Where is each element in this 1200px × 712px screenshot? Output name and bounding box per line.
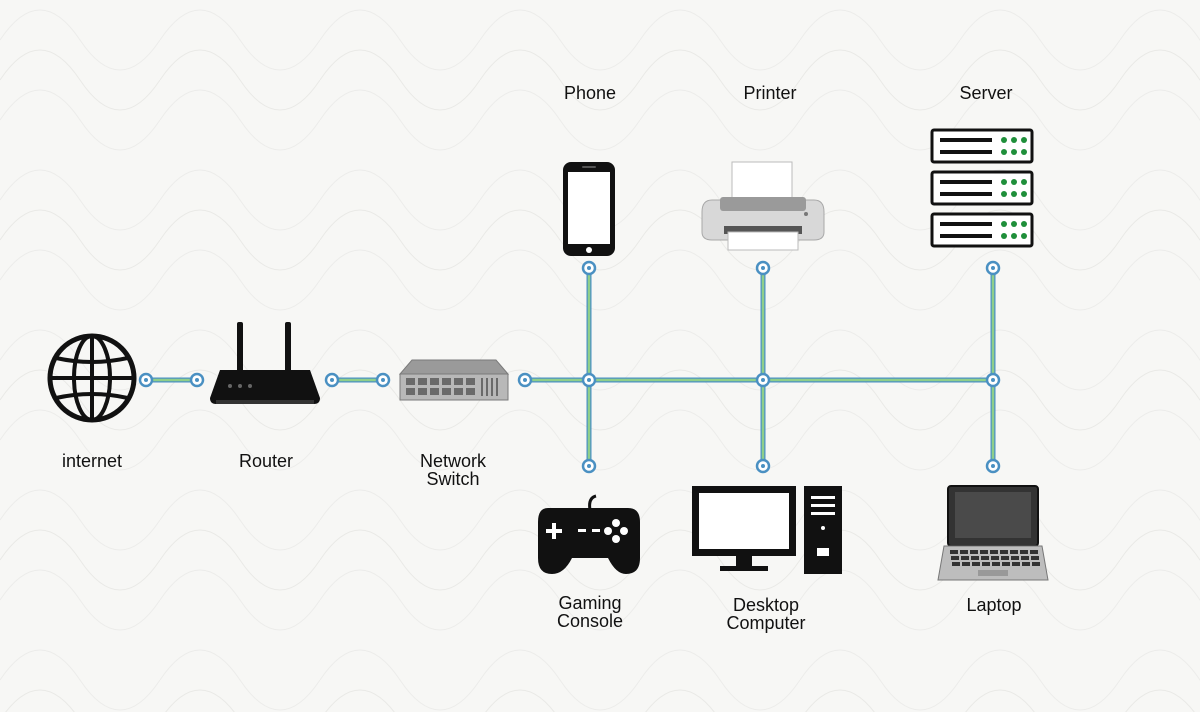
laptop-key (1010, 550, 1018, 554)
laptop-key (1012, 562, 1020, 566)
laptop-key (952, 562, 960, 566)
label-router: Router (238, 451, 294, 471)
node-switch-in (375, 372, 391, 388)
server-unit (930, 170, 1034, 206)
node-router-in (189, 372, 205, 388)
laptop-icon (937, 485, 1049, 581)
laptop-key (961, 556, 969, 560)
desktop-computer-icon (692, 486, 842, 574)
label-printer: Printer (743, 83, 797, 103)
network-switch-icon (398, 359, 510, 401)
laptop-key (1022, 562, 1030, 566)
laptop-key (1000, 550, 1008, 554)
globe-icon (47, 333, 137, 423)
router-icon (210, 322, 320, 404)
node-junction-3 (985, 372, 1001, 388)
laptop-key (1021, 556, 1029, 560)
node-laptop (985, 458, 1001, 474)
node-internet (138, 372, 154, 388)
laptop-key (1031, 556, 1039, 560)
server-unit (930, 128, 1034, 164)
laptop-key (1001, 556, 1009, 560)
laptop-key (950, 550, 958, 554)
laptop-key (1030, 550, 1038, 554)
laptop-key (980, 550, 988, 554)
phone-icon (563, 162, 615, 256)
label-desktop-computer: Desktop Computer (726, 595, 806, 633)
laptop-key (962, 562, 970, 566)
laptop-key (991, 556, 999, 560)
connection-nodes (138, 260, 1001, 474)
label-laptop: Laptop (966, 595, 1022, 615)
laptop-key (951, 556, 959, 560)
node-phone (581, 260, 597, 276)
node-junction-1 (581, 372, 597, 388)
laptop-key (960, 550, 968, 554)
label-phone: Phone (563, 83, 617, 103)
node-desktop (755, 458, 771, 474)
gamepad-icon (538, 494, 640, 574)
server-icon (930, 128, 1034, 248)
laptop-key (981, 556, 989, 560)
laptop-key (971, 556, 979, 560)
server-unit (930, 212, 1034, 248)
laptop-key (970, 550, 978, 554)
laptop-key (990, 550, 998, 554)
laptop-key (1002, 562, 1010, 566)
node-router-out (324, 372, 340, 388)
laptop-key (972, 562, 980, 566)
laptop-key (1020, 550, 1028, 554)
printer-icon (701, 161, 825, 251)
label-network-switch: Network Switch (419, 451, 486, 489)
laptop-key (992, 562, 1000, 566)
node-junction-2 (755, 372, 771, 388)
label-server: Server (959, 83, 1013, 103)
laptop-key (982, 562, 990, 566)
node-server (985, 260, 1001, 276)
node-switch-out (517, 372, 533, 388)
laptop-key (1032, 562, 1040, 566)
node-printer (755, 260, 771, 276)
node-gaming-console (581, 458, 597, 474)
label-internet: internet (61, 451, 123, 471)
laptop-key (1011, 556, 1019, 560)
label-gaming-console: Gaming Console (556, 593, 624, 631)
